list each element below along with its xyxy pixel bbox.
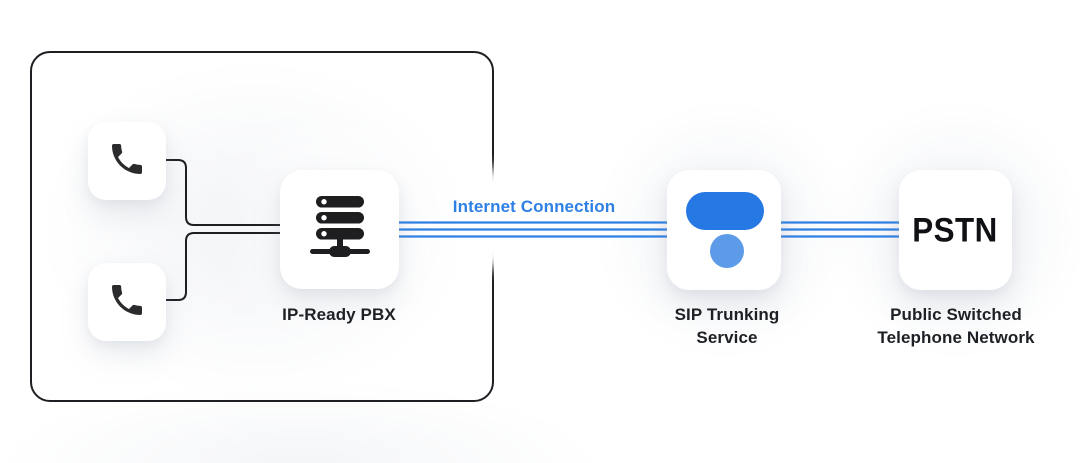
server-rack-icon <box>308 195 372 264</box>
pbx-card <box>280 170 399 289</box>
pstn-label-line1: Public Switched <box>890 305 1022 324</box>
internet-connection-label: Internet Connection <box>452 197 616 216</box>
sip-pill-shape <box>686 192 764 230</box>
sip-dot-shape <box>710 234 744 268</box>
pstn-label-line2: Telephone Network <box>877 327 1035 347</box>
pstn-badge: PSTN <box>912 210 999 249</box>
pstn-card: PSTN <box>899 170 1012 290</box>
pstn-label: Public Switched Telephone Network <box>877 304 1034 349</box>
sip-card <box>667 170 781 290</box>
phone2-to-pbx-wire <box>166 232 281 301</box>
phone-handset-icon <box>107 139 147 184</box>
pbx-label: IP-Ready PBX <box>282 305 396 324</box>
sip-pill-and-dot-icon <box>667 170 781 290</box>
sip-label-line2: Service <box>696 327 758 347</box>
phone-card-1 <box>88 122 166 200</box>
phone-card-2 <box>88 263 166 341</box>
phone-handset-icon <box>107 280 147 325</box>
phone1-to-pbx-wire <box>166 159 281 226</box>
sip-label: SIP Trunking Service <box>675 304 780 349</box>
sip-label-line1: SIP Trunking <box>674 305 780 324</box>
